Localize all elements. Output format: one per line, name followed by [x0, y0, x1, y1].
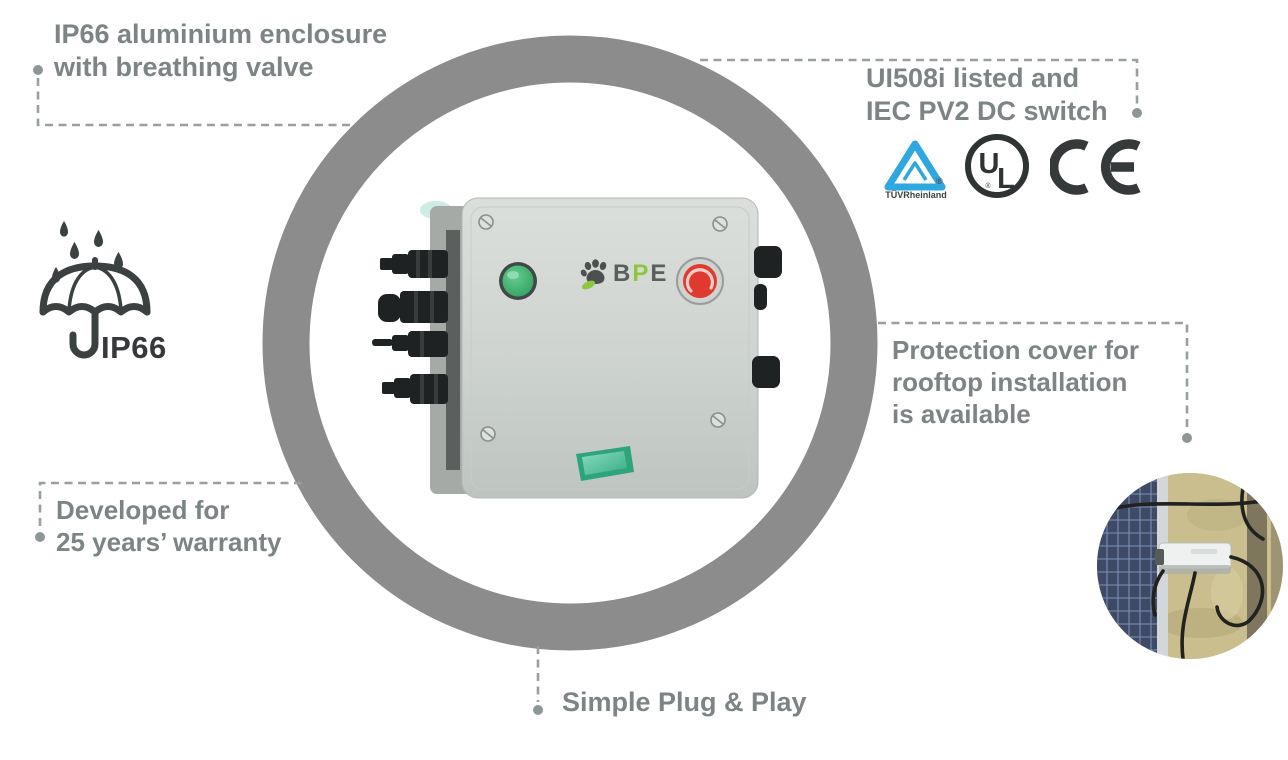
right-cable-glands: [752, 246, 782, 388]
callout-certification-line2: IEC PV2 DC switch: [866, 96, 1108, 126]
cable-gland: [752, 356, 780, 388]
brand-letter-e: E: [650, 260, 669, 287]
umbrella-handle: [69, 308, 99, 359]
ul-listed-icon: U L ®: [965, 134, 1029, 198]
ul-circle: [965, 134, 1029, 198]
callout-warranty-line1: Developed for: [56, 495, 230, 525]
ce-mark-icon: [1050, 139, 1141, 195]
umbrella-ribs: [67, 265, 123, 312]
screw-icon: [480, 426, 496, 442]
tuv-inner-triangle: [902, 161, 928, 181]
connector-dot: [533, 705, 543, 715]
enclosure-face-inner-edge: [470, 206, 750, 490]
callout-enclosure-line1: IP66 aluminium enclosure: [54, 19, 388, 49]
callout-certification: UI508i listed and IEC PV2 DC switch: [866, 62, 1108, 128]
callout-certification-line1: UI508i listed and: [866, 63, 1080, 93]
callout-protection-line1: Protection cover for: [892, 335, 1140, 365]
mc4-connector: [378, 291, 448, 323]
ce-letter-e-arc: [1100, 139, 1141, 195]
rooftop-photo-scene: [1097, 473, 1283, 659]
mc4-connector: [380, 250, 448, 278]
screw-icon: [478, 214, 494, 230]
cable-gland-stub: [754, 284, 767, 310]
cable-gland: [754, 246, 782, 278]
tuv-label: TÜVRheinland: [885, 190, 947, 200]
raindrop: [114, 252, 124, 269]
connector-dot: [1182, 433, 1192, 443]
raindrop: [94, 230, 103, 247]
connector-warranty: [38, 481, 302, 529]
rapid-shutdown-device: [372, 197, 782, 499]
roof-batten: [1247, 473, 1267, 659]
brand-letter-p: P: [632, 260, 651, 287]
callout-enclosure-line2: with breathing valve: [54, 52, 314, 82]
left-mc4-connectors: [372, 250, 448, 404]
ul-letter-l: L: [997, 163, 1015, 195]
callout-enclosure: IP66 aluminium enclosure with breathing …: [54, 18, 387, 84]
ul-letter-u: U: [979, 148, 1000, 180]
tuv-outer-triangle: [884, 140, 946, 191]
bpe-logo: BPE: [580, 258, 668, 290]
connector-dot: [35, 532, 45, 542]
connector-dot: [1132, 108, 1142, 118]
callout-warranty-line2: 25 years’ warranty: [56, 527, 282, 557]
ce-letter-c: [1050, 139, 1089, 195]
paw-icon: [580, 259, 607, 290]
bottom-green-insert: [576, 446, 634, 481]
ul-registered-mark: ®: [985, 182, 991, 190]
connector-protection: [878, 321, 1189, 430]
mc4-connector: [372, 331, 448, 357]
connector-enclosure: [36, 78, 356, 127]
corner-screws: [478, 214, 728, 442]
callout-warranty: Developed for 25 years’ warranty: [56, 494, 282, 558]
screw-icon: [712, 216, 728, 232]
rooftop-photo: [1097, 473, 1283, 659]
connector-certification: [700, 58, 1139, 106]
ip66-badge-label: IP66: [101, 330, 167, 365]
protection-cover-box: [1155, 542, 1232, 574]
gray-ring-circle: [262, 35, 878, 651]
mc4-connector: [382, 374, 448, 404]
raindrop: [70, 242, 79, 259]
gray-ring: [262, 35, 878, 651]
tuv-registered-mark: ®: [936, 176, 943, 186]
connector-mounting-plate: [446, 230, 460, 470]
bpe-letters: BPE: [613, 262, 668, 286]
callout-protection-line3: is available: [892, 399, 1031, 429]
brand-letter-b: B: [613, 260, 633, 287]
green-indicator-button: [499, 262, 537, 300]
connector-dot: [33, 65, 43, 75]
callout-protection-line2: rooftop installation: [892, 367, 1128, 397]
screw-icon: [710, 412, 726, 428]
callout-plug-play: Simple Plug & Play: [562, 686, 807, 719]
raindrop: [60, 221, 68, 237]
callout-protection: Protection cover for rooftop installatio…: [892, 334, 1139, 430]
red-emergency-button: [676, 257, 724, 305]
tuv-rheinland-triangle-icon: [884, 140, 946, 191]
callout-plug-play-label: Simple Plug & Play: [562, 687, 807, 717]
umbrella-icon: [39, 221, 151, 359]
